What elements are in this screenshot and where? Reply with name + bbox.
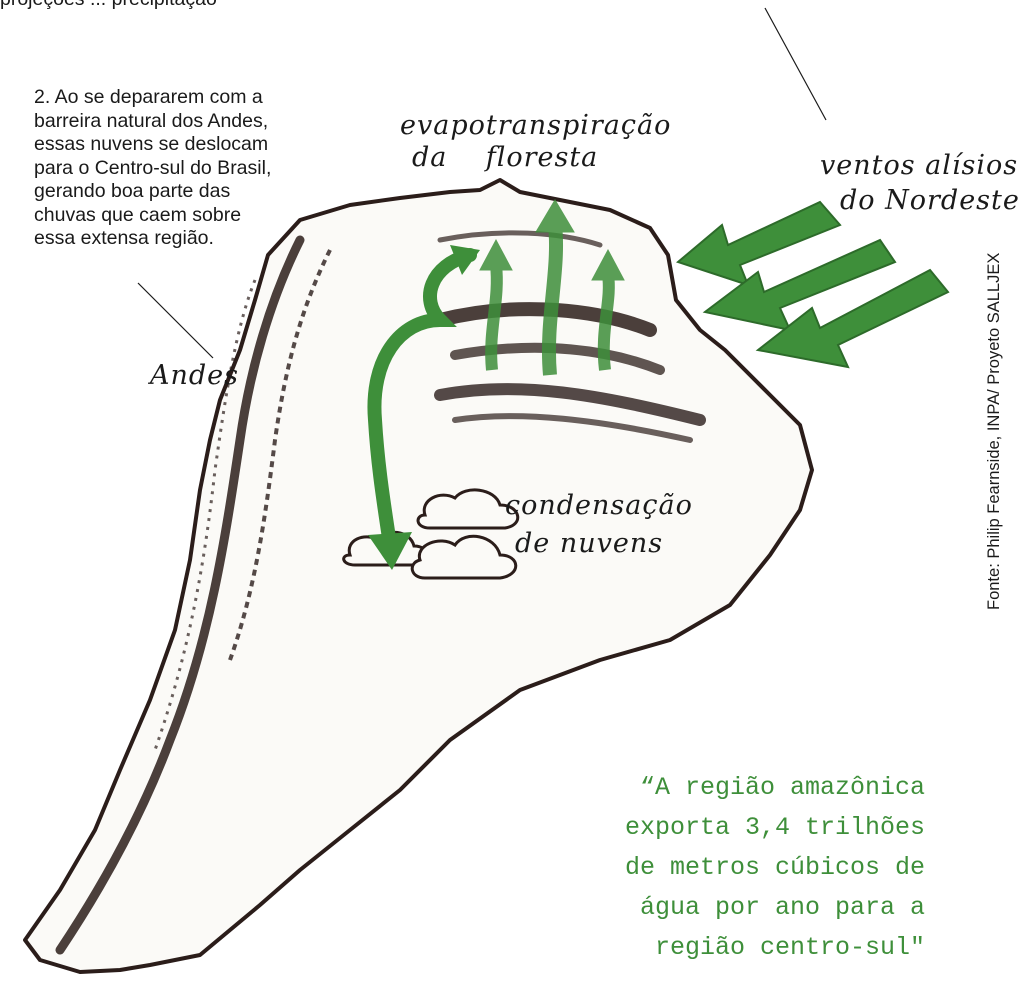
andes-note-line: chuvas que caem sobre — [34, 204, 271, 228]
top-note-partial: projeções ... precipitação — [0, 0, 217, 11]
andes-note-line: essa extensa região. — [34, 227, 271, 251]
condensation-label-2: de nuvens — [515, 528, 663, 559]
andes-note-line: para o Centro-sul do Brasil, — [34, 157, 271, 181]
evapo-arrow-3 — [604, 275, 609, 370]
evapotranspiration-label-1: evapotranspiração — [400, 110, 671, 141]
trade-winds-label-2: do Nordeste — [840, 185, 1020, 216]
quote-text: “A região amazônica exporta 3,4 trilhões… — [625, 768, 925, 968]
andes-note-line: essas nuvens se deslocam — [34, 133, 271, 157]
andes-callout-line — [138, 283, 213, 358]
andes-label: Andes — [150, 360, 239, 391]
evapo-arrow-1 — [491, 265, 497, 370]
andes-note-line: 2. Ao se depararem com a — [34, 86, 271, 110]
andes-note-line: gerando boa parte das — [34, 180, 271, 204]
trade-winds-label-1: ventos alísios — [820, 150, 1018, 181]
andes-note-line: barreira natural dos Andes, — [34, 110, 271, 134]
evapotranspiration-label-2: da floresta — [412, 142, 598, 173]
condensation-label-1: condensação — [505, 490, 693, 521]
evapo-arrow-2 — [549, 225, 556, 375]
top-callout-line — [765, 8, 826, 120]
source-credit: Fonte: Philip Fearnside, INPA/ Proyeto S… — [985, 253, 1004, 610]
andes-note: 2. Ao se depararem com a barreira natura… — [34, 86, 271, 251]
